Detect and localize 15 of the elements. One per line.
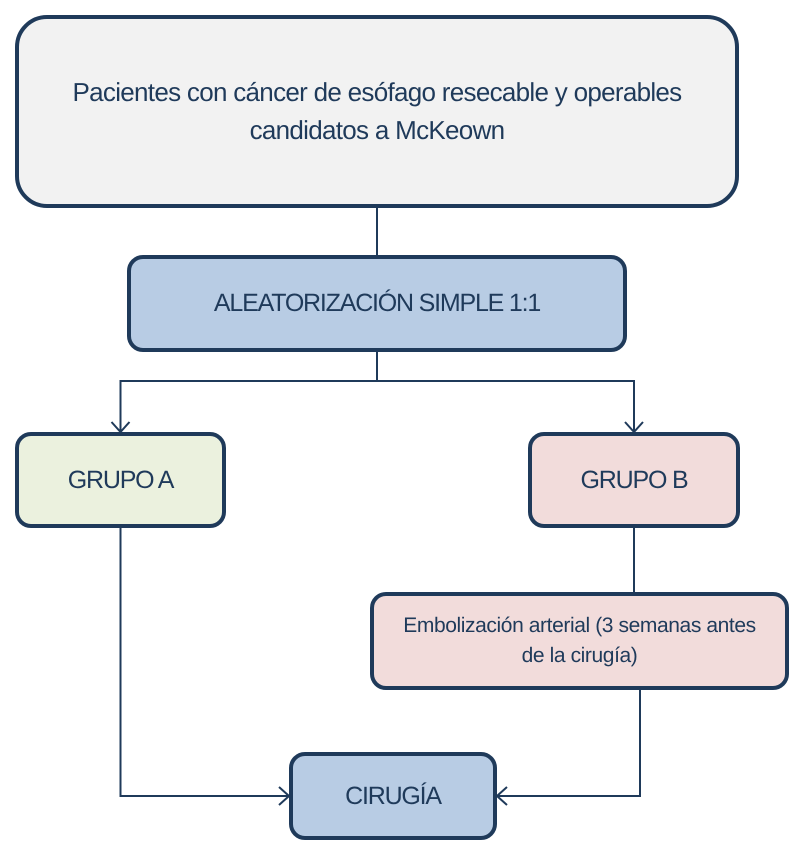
box-label: GRUPO A <box>68 464 174 496</box>
box-label: CIRUGÍA <box>345 780 441 812</box>
connector-arrow <box>120 528 290 806</box>
process-box <box>15 15 739 208</box>
process-box <box>127 255 627 352</box>
connector-arrow <box>496 690 641 806</box>
process-box <box>15 432 226 528</box>
box-label: GRUPO B <box>580 464 688 496</box>
box-label: Embolización arterial (3 semanas antes de la cirugía) <box>402 612 757 669</box>
process-box <box>370 592 789 690</box>
box-label: ALEATORIZACIÓN SIMPLE 1:1 <box>214 288 540 320</box>
connector-arrow <box>376 352 644 433</box>
process-box <box>528 432 740 528</box>
process-box <box>289 752 497 840</box>
box-label: Pacientes con cáncer de esófago resecable y operables candidatos a McKeown <box>72 76 682 146</box>
